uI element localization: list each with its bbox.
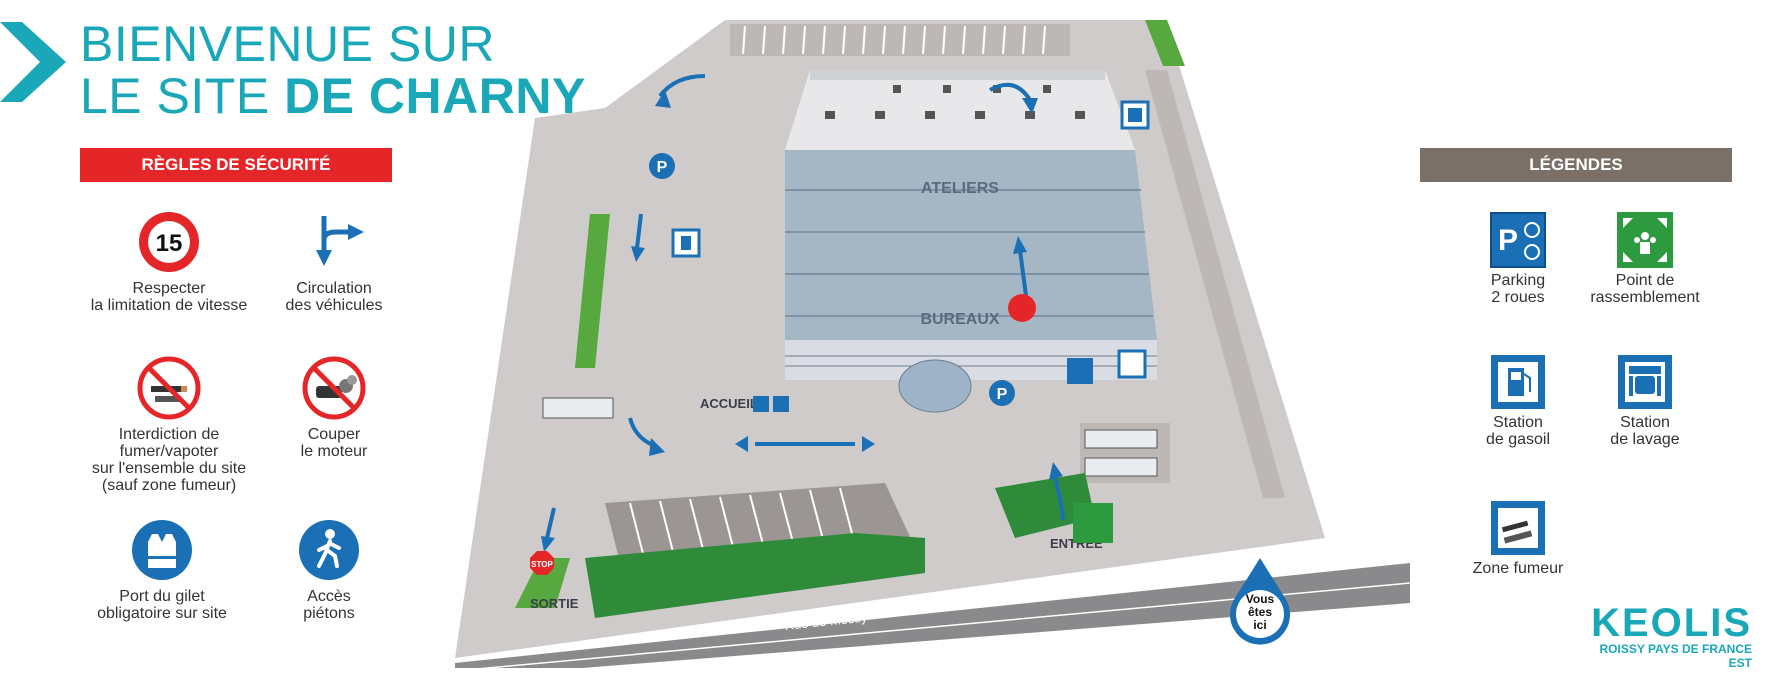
rule-label: Circulation des véhicules xyxy=(285,280,383,314)
left-green-strip xyxy=(575,214,610,368)
legend-label: Zone fumeur xyxy=(1472,560,1564,577)
two-wheel-parking-marker-icon xyxy=(1067,358,1093,384)
building-facade xyxy=(785,340,1157,380)
safety-vest-icon xyxy=(132,520,192,580)
stop-sign-icon xyxy=(530,551,554,575)
fire-point-icon xyxy=(1008,294,1036,322)
title-line-1: BIENVENUE SUR xyxy=(80,16,495,72)
sortie-label: SORTIE xyxy=(530,596,579,611)
rule-label: Accès piétons xyxy=(303,588,355,622)
legend-diesel-station: Station de gasoil xyxy=(1443,354,1593,448)
no-smoking-vaping-icon xyxy=(137,356,201,420)
svg-text:STOP: STOP xyxy=(531,560,553,569)
building-roof-top xyxy=(785,70,1135,150)
rule-label: Interdiction de fumer/vapoter sur l'ense… xyxy=(91,426,247,494)
svg-text:P: P xyxy=(1498,224,1518,257)
smoking-zone-marker-icon xyxy=(1117,349,1147,379)
speed-limit-15-icon: 15 xyxy=(139,212,199,272)
parking-sign-icon xyxy=(649,153,675,179)
keolis-logo: KEOLIS ROISSY PAYS DE FRANCE EST xyxy=(1560,601,1752,670)
road xyxy=(455,563,1410,668)
wash-station-icon xyxy=(1618,355,1672,409)
right-parking-strip xyxy=(1145,70,1285,498)
rule-no-smoking: Interdiction de fumer/vapoter sur l'ense… xyxy=(74,356,264,494)
parking-sign-icon xyxy=(989,380,1015,406)
svg-text:15: 15 xyxy=(156,230,183,257)
two-wheel-parking-icon: P xyxy=(1490,212,1546,268)
accueil-label: ACCUEIL xyxy=(700,396,758,411)
assembly-point-marker-icon xyxy=(1073,503,1113,543)
brand-subtitle-2: EST xyxy=(1728,656,1752,670)
legend-two-wheel-parking: P Parking 2 roues xyxy=(1443,212,1593,306)
assembly-point-icon xyxy=(1617,212,1673,268)
brand-subtitle-1: ROISSY PAYS DE FRANCE xyxy=(1599,642,1752,656)
accessible-parking-icon xyxy=(773,396,789,412)
rule-label: Respecter la limitation de vitesse xyxy=(90,280,248,314)
legend-wash-station: Station de lavage xyxy=(1570,354,1720,448)
chevron-logo-icon xyxy=(0,22,66,102)
legend-assembly-point: Point de rassemblement xyxy=(1570,212,1720,306)
green-strip xyxy=(1145,20,1185,66)
bureaux-label: BUREAUX xyxy=(920,311,999,328)
legend-label: Station de lavage xyxy=(1610,414,1680,448)
rule-engine-off: Couper le moteur xyxy=(239,356,429,460)
svg-text:P: P xyxy=(997,386,1008,403)
planter-right xyxy=(995,473,1095,538)
rule-label: Port du gilet obligatoire sur site xyxy=(97,588,227,622)
legend-heading: LÉGENDES xyxy=(1420,148,1732,182)
planter-bottom xyxy=(585,533,925,618)
engine-off-icon xyxy=(302,356,366,420)
pedestrian-access-icon xyxy=(299,520,359,580)
site-map: ATELIERS BUREAUX Rue de Messy xyxy=(455,20,1411,668)
wash-station-marker-icon xyxy=(1120,100,1150,130)
legend-label: Parking 2 roues xyxy=(1490,272,1546,306)
legend-label: Station de gasoil xyxy=(1485,414,1551,448)
safety-heading: RÈGLES DE SÉCURITÉ xyxy=(80,148,392,182)
facade-windows xyxy=(785,355,1157,367)
title-line-2: LE SITE DE CHARNY xyxy=(80,68,586,124)
rule-speed-limit: 15 Respecter la limitation de vitesse xyxy=(74,210,264,314)
bus-left xyxy=(542,397,614,419)
accessible-parking-icon xyxy=(753,396,769,412)
rule-safety-vest: Port du gilet obligatoire sur site xyxy=(67,518,257,622)
building-windows xyxy=(825,85,1085,119)
rule-vehicle-circulation: Circulation des véhicules xyxy=(239,210,429,314)
legend-label: Point de rassemblement xyxy=(1590,272,1700,306)
top-parking xyxy=(730,24,1070,56)
svg-text:P: P xyxy=(657,159,668,176)
glass-dome xyxy=(898,359,972,413)
smoking-zone-icon xyxy=(1491,501,1545,555)
bottom-left-green xyxy=(515,558,570,608)
page-title: BIENVENUE SUR LE SITE DE CHARNY xyxy=(80,18,586,122)
rule-label: Couper le moteur xyxy=(300,426,368,460)
legend-smoking-zone: Zone fumeur xyxy=(1443,500,1593,577)
vehicle-circulation-icon xyxy=(316,216,364,266)
building-roof xyxy=(785,150,1157,340)
rule-pedestrian-access: Accès piétons xyxy=(234,518,424,622)
ateliers-label: ATELIERS xyxy=(921,180,999,197)
brand-logo-text: KEOLIS xyxy=(1591,601,1752,645)
diesel-station-icon xyxy=(1491,355,1545,409)
